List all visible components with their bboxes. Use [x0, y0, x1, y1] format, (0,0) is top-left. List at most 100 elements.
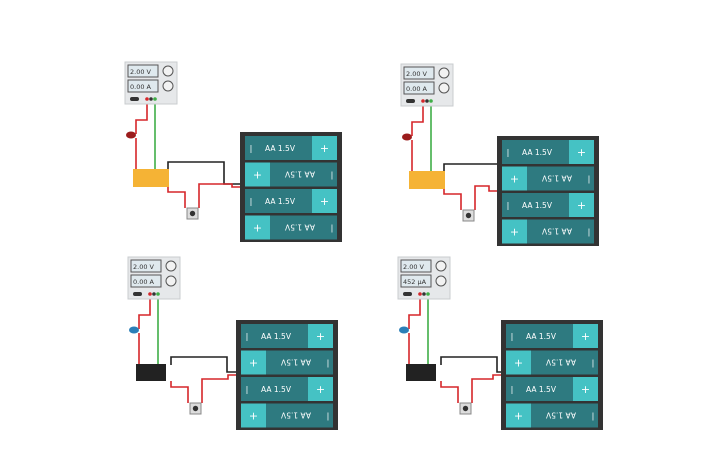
voltage-knob[interactable] [438, 67, 450, 79]
terminal[interactable] [418, 292, 422, 296]
wire-red[interactable] [135, 99, 148, 134]
button-cap[interactable] [189, 210, 196, 217]
wire-red[interactable] [440, 381, 459, 403]
battery-label: AA 1.5V [545, 358, 576, 367]
plus-sign: + [577, 146, 586, 159]
battery-positive-end [308, 377, 333, 401]
minus-sign: | [588, 228, 591, 237]
wire-red[interactable] [167, 186, 186, 208]
circuit-2[interactable]: 2.00 V0.00 A+|AA 1.5V+|AA 1.5V+|AA 1.5V+… [400, 63, 599, 246]
wire-red[interactable] [411, 101, 424, 136]
relay[interactable] [133, 169, 169, 187]
current-knob[interactable] [162, 80, 174, 92]
minus-sign: | [250, 197, 253, 206]
terminal[interactable] [425, 99, 429, 103]
plus-sign: + [514, 357, 523, 370]
wire-black[interactable] [440, 356, 501, 373]
led[interactable] [129, 326, 139, 334]
wire-black[interactable] [443, 163, 501, 189]
battery-label: AA 1.5V [265, 197, 296, 206]
power-switch[interactable] [130, 97, 139, 101]
power-switch[interactable] [403, 292, 412, 296]
minus-sign: | [588, 175, 591, 184]
voltage-readout: 2.00 V [130, 68, 152, 76]
minus-sign: | [327, 412, 330, 421]
led[interactable] [126, 131, 136, 139]
minus-sign: | [511, 385, 514, 394]
battery-positive-end [241, 403, 266, 428]
voltage-knob[interactable] [165, 260, 177, 272]
plus-sign: + [510, 173, 519, 186]
battery-positive-end [245, 215, 270, 240]
terminal[interactable] [156, 292, 160, 296]
battery-positive-end [308, 324, 333, 348]
terminal[interactable] [145, 97, 149, 101]
wire-black[interactable] [170, 356, 236, 373]
wire-red[interactable] [201, 374, 236, 403]
button-cap[interactable] [462, 405, 469, 412]
battery-positive-end [506, 350, 531, 375]
plus-sign: + [316, 330, 325, 343]
terminal[interactable] [426, 292, 430, 296]
voltage-knob[interactable] [435, 260, 447, 272]
terminal[interactable] [153, 97, 157, 101]
wire-red[interactable] [443, 188, 462, 210]
voltage-readout: 2.00 V [406, 70, 428, 78]
terminal[interactable] [149, 97, 153, 101]
relay[interactable] [406, 364, 436, 381]
current-display [127, 79, 159, 93]
battery-positive-end [569, 140, 594, 164]
battery-label: AA 1.5V [522, 201, 553, 210]
plus-sign: + [316, 383, 325, 396]
battery-label: AA 1.5V [526, 332, 557, 341]
current-knob[interactable] [435, 275, 447, 287]
current-readout: 452 µA [403, 278, 427, 286]
terminal[interactable] [422, 292, 426, 296]
power-switch[interactable] [406, 99, 415, 103]
wire-red[interactable] [138, 294, 151, 329]
power-switch[interactable] [133, 292, 142, 296]
current-readout: 0.00 A [133, 278, 155, 286]
battery-label: AA 1.5V [261, 385, 292, 394]
wire-red[interactable] [170, 381, 189, 403]
minus-sign: | [592, 412, 595, 421]
wire-red[interactable] [408, 294, 421, 329]
wire-black[interactable] [167, 161, 240, 185]
wire-red[interactable] [474, 185, 497, 210]
terminal[interactable] [429, 99, 433, 103]
current-knob[interactable] [165, 275, 177, 287]
battery-positive-end [312, 189, 337, 213]
terminal[interactable] [152, 292, 156, 296]
terminal[interactable] [421, 99, 425, 103]
plus-sign: + [320, 195, 329, 208]
relay[interactable] [409, 171, 445, 189]
led[interactable] [402, 133, 412, 141]
battery-label: AA 1.5V [280, 411, 311, 420]
minus-sign: | [327, 359, 330, 368]
minus-sign: | [331, 224, 334, 233]
wire-red[interactable] [198, 183, 240, 208]
button-cap[interactable] [192, 405, 199, 412]
minus-sign: | [507, 201, 510, 210]
voltage-display [130, 259, 162, 273]
current-display [403, 81, 435, 95]
minus-sign: | [331, 171, 334, 180]
voltage-knob[interactable] [162, 65, 174, 77]
current-readout: 0.00 A [130, 83, 152, 91]
circuit-3[interactable]: 2.00 V0.00 A+|AA 1.5V+|AA 1.5V+|AA 1.5V+… [127, 256, 338, 430]
battery-label: AA 1.5V [541, 227, 572, 236]
led[interactable] [399, 326, 409, 334]
plus-sign: + [249, 357, 258, 370]
terminal[interactable] [148, 292, 152, 296]
minus-sign: | [246, 332, 249, 341]
current-knob[interactable] [438, 82, 450, 94]
battery-label: AA 1.5V [280, 358, 311, 367]
relay[interactable] [136, 364, 166, 381]
wire-red[interactable] [471, 374, 501, 403]
circuit-1[interactable]: 2.00 V0.00 A+|AA 1.5V+|AA 1.5V+|AA 1.5V+… [124, 61, 342, 242]
battery-positive-end [312, 136, 337, 160]
battery-positive-end [245, 162, 270, 187]
button-cap[interactable] [465, 212, 472, 219]
